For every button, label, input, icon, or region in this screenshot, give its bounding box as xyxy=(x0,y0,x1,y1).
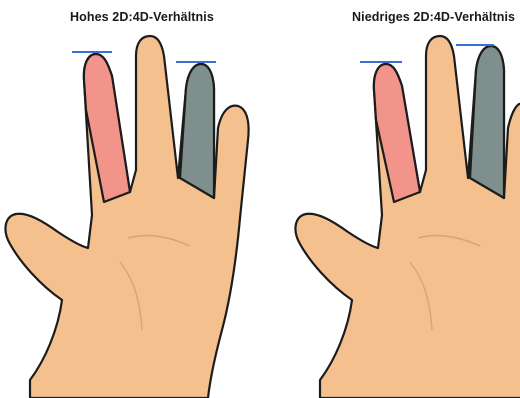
right-hand xyxy=(295,36,520,398)
right-ring-finger xyxy=(470,46,504,198)
